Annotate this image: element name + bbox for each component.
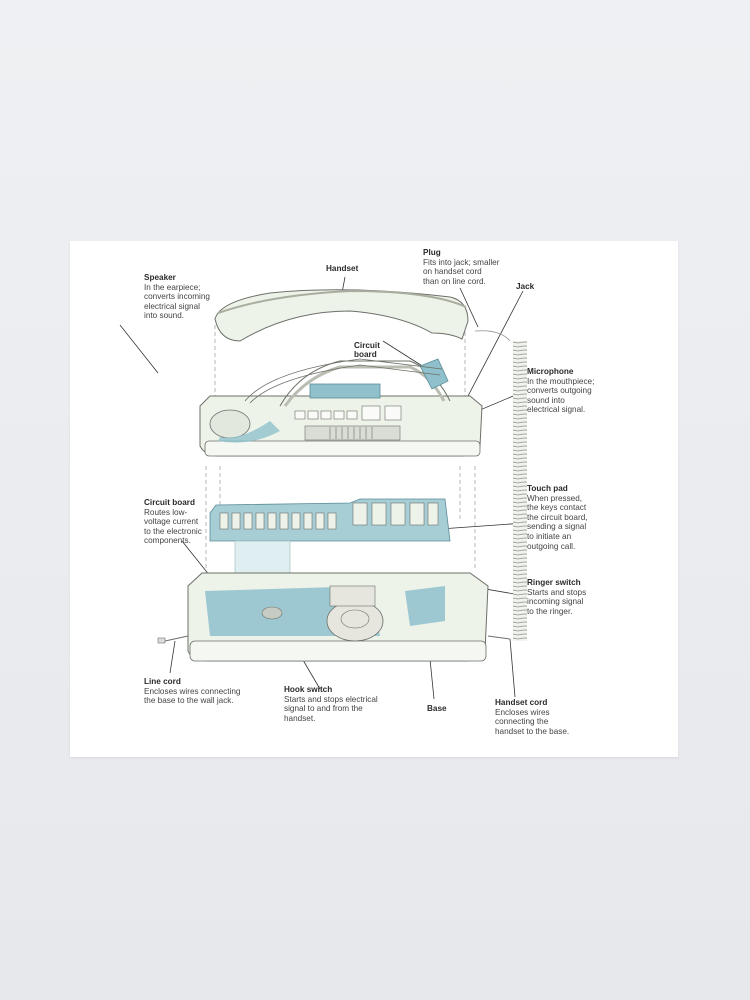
- label-title: Circuit board: [144, 498, 195, 507]
- label-desc: In the mouthpiece; converts outgoing sou…: [527, 376, 595, 415]
- label-ringer-switch: Ringer switch Starts and stops incoming …: [527, 578, 586, 616]
- poster: Speaker In the earpiece; converts incomi…: [70, 241, 678, 757]
- label-desc: Starts and stops incoming signal to the …: [527, 587, 587, 616]
- label-title: Hook switch: [284, 685, 333, 694]
- label-jack: Jack: [516, 282, 534, 292]
- label-title: Handset: [326, 264, 359, 273]
- label-handset: Handset: [326, 264, 358, 274]
- label-hook-switch: Hook switch Starts and stops electrical …: [284, 685, 378, 723]
- label-desc: Starts and stops electrical signal to an…: [284, 694, 378, 723]
- label-circuit-board: Circuit board Routes low- voltage curren…: [144, 498, 202, 546]
- label-desc: In the earpiece; converts incoming elect…: [144, 282, 210, 321]
- telephone-illustration: [119, 276, 527, 700]
- label-title: Base: [427, 704, 447, 713]
- label-touch-pad: Touch pad When pressed, the keys contact…: [527, 484, 588, 551]
- label-title: Line cord: [144, 677, 181, 686]
- label-title: Jack: [516, 282, 535, 291]
- label-handset-cord: Handset cord Encloses wires connecting t…: [495, 698, 569, 736]
- label-title: Speaker: [144, 273, 176, 282]
- label-desc: Fits into jack; smaller on handset cord …: [423, 257, 500, 286]
- label-title: Circuit board: [354, 340, 380, 360]
- label-desc: Encloses wires connecting the handset to…: [495, 707, 570, 736]
- label-title: Ringer switch: [527, 578, 581, 587]
- label-title: Touch pad: [527, 484, 568, 493]
- label-title: Plug: [423, 248, 441, 257]
- label-title: Microphone: [527, 367, 574, 376]
- label-microphone: Microphone In the mouthpiece; converts o…: [527, 367, 594, 415]
- label-plug: Plug Fits into jack; smaller on handset …: [423, 248, 499, 286]
- label-title: Handset cord: [495, 698, 548, 707]
- label-desc: Routes low- voltage current to the elect…: [144, 507, 202, 546]
- label-circuit-board-handset: Circuit board: [354, 331, 380, 369]
- label-desc: Encloses wires connecting the base to th…: [144, 686, 241, 706]
- label-base: Base: [427, 704, 447, 714]
- label-line-cord: Line cord Encloses wires connecting the …: [144, 677, 240, 706]
- label-desc: When pressed, the keys contact the circu…: [527, 493, 588, 551]
- label-speaker: Speaker In the earpiece; converts incomi…: [144, 273, 210, 321]
